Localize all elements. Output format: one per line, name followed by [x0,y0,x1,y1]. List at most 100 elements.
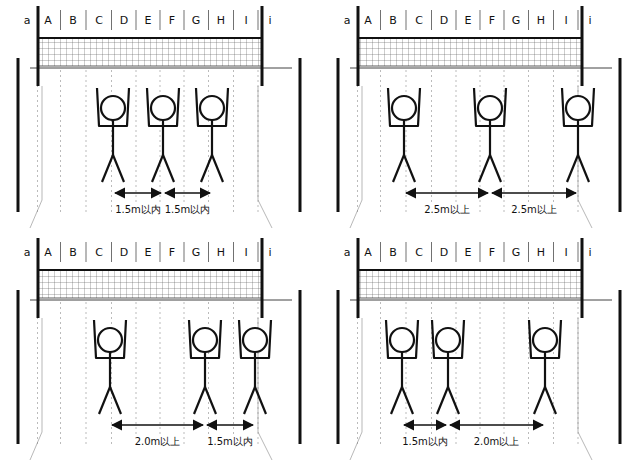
player-leg [244,387,255,414]
player-leg [490,155,501,182]
zone-letter: F [489,247,495,258]
net-top-band [358,37,582,39]
net-top-band [358,269,582,271]
zone-letter: D [120,15,128,26]
zone-letter: G [512,15,521,26]
zone-letter: E [465,247,472,258]
net-top-band [38,269,262,271]
sideline [362,318,363,432]
sideline [258,86,259,200]
player-leg [567,155,578,182]
zone-letter: a [24,15,31,26]
sideline [578,432,592,460]
net-post [619,58,622,212]
dimension-arrow [207,424,253,426]
net-bottom-cord [350,300,612,301]
cell-divider [431,242,432,262]
dimension-label: 1.5m以内 [164,205,212,215]
dimension-label: 2.5m以上 [423,205,471,215]
zone-guide-line [111,70,112,215]
net-bottom-cord [30,300,292,301]
zone-letter: i [268,15,271,26]
zone-guide-line [380,302,381,447]
zone-letter: G [512,247,521,258]
sideline [578,200,592,228]
zone-letter: F [489,15,495,26]
player-leg [448,387,459,414]
player-body [112,120,114,155]
antenna [261,238,264,318]
sideline [30,200,42,228]
cell-divider [233,242,234,262]
dimension-arrow [404,424,446,426]
zone-guide-line [553,302,554,447]
player-leg [578,155,589,182]
zone-letter: a [24,247,31,258]
player-leg [163,155,174,182]
cell-divider [258,242,259,262]
antenna [37,238,40,318]
zone-letter: C [415,15,423,26]
dimension-arrow [165,192,210,194]
zone-guide-line [357,70,358,215]
player-body [162,120,164,155]
player-body [447,352,449,387]
dimension-arrow [450,424,543,426]
cell-divider [504,242,505,262]
cell-divider [86,242,87,262]
zone-guide-line [578,302,579,447]
player-leg [99,387,110,414]
zone-letter: H [217,247,225,258]
sideline [350,432,362,460]
player-leg [545,387,556,414]
cell-divider [60,10,61,30]
player-body [109,352,111,387]
dimension-label: 1.5m以内 [206,437,254,447]
net-post [299,58,302,212]
player-body [204,352,206,387]
cell-divider [528,242,529,262]
player-body [489,120,491,155]
zone-letter: G [192,15,201,26]
cell-divider [160,242,161,262]
player-head [98,328,122,352]
player-head [478,96,502,120]
dimension-arrow [406,192,488,194]
zone-letter: A [364,247,372,258]
cell-divider [86,10,87,30]
player-head [243,328,267,352]
player-leg [255,387,266,414]
player-leg [402,387,413,414]
cell-divider [60,242,61,262]
zone-letter: a [344,15,351,26]
cell-divider [480,242,481,262]
cell-divider [208,242,209,262]
player-head [436,328,460,352]
cell-divider [136,10,137,30]
zone-letter: E [145,247,152,258]
cell-divider [380,10,381,30]
zone-letter: F [169,247,175,258]
zone-guide-line [111,302,112,447]
dimension-label: 1.5m以内 [114,205,162,215]
zone-guide-line [258,70,259,215]
player-leg [205,387,216,414]
cell-divider [208,10,209,30]
sideline [258,200,272,228]
antenna [581,6,584,86]
player-leg [534,387,545,414]
zone-letter: I [244,247,247,258]
player-head [390,328,414,352]
cell-divider [578,242,579,262]
zone-letter: I [564,15,567,26]
zone-guide-line [60,70,61,215]
player-head [101,96,125,120]
player-body [577,120,579,155]
dimension-label: 2.0m以上 [473,437,521,447]
zone-letter: H [537,247,545,258]
player-head [200,96,224,120]
player-body [544,352,546,387]
net-post [619,290,622,444]
player-leg [391,387,402,414]
sideline [42,318,43,432]
